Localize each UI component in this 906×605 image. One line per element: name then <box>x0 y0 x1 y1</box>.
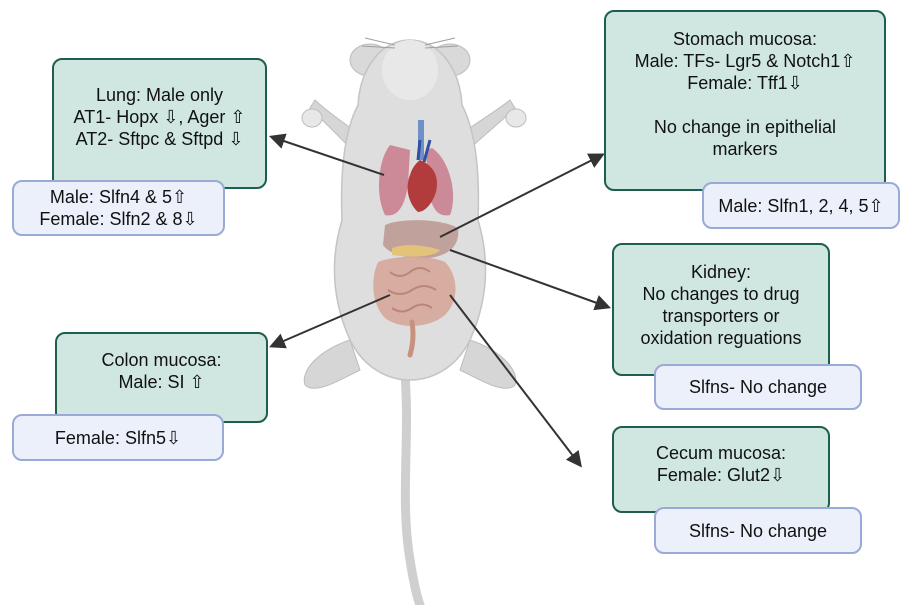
cecum-note: Slfns- No change <box>689 520 827 542</box>
lung-line-at2: AT2- Sftpc & Sftpd ⇩ <box>76 128 244 150</box>
colon-title: Colon mucosa: <box>101 349 221 371</box>
stomach-line-epithelial: No change in epithelial <box>654 116 836 138</box>
kidney-title: Kidney: <box>691 261 751 283</box>
kidney-line-2: transporters or <box>662 305 779 327</box>
lung-line-at1: AT1- Hopx ⇩, Ager ⇧ <box>74 106 246 128</box>
lung-note-female: Female: Slfn2 & 8⇩ <box>39 208 197 230</box>
mouse-illustration <box>302 38 526 605</box>
stomach-title: Stomach mucosa: <box>673 28 817 50</box>
kidney-slfn-note: Slfns- No change <box>654 364 862 410</box>
kidney-box: Kidney: No changes to drug transporters … <box>612 243 830 376</box>
stomach-note-male: Male: Slfn1, 2, 4, 5⇧ <box>718 195 883 217</box>
stomach-line-markers: markers <box>712 138 777 160</box>
stomach-slfn-note: Male: Slfn1, 2, 4, 5⇧ <box>702 182 900 229</box>
colon-line-male: Male: SI ⇧ <box>118 371 204 393</box>
cecum-title: Cecum mucosa: <box>656 442 786 464</box>
lung-note-male: Male: Slfn4 & 5⇧ <box>50 186 187 208</box>
colon-slfn-note: Female: Slfn5⇩ <box>12 414 224 461</box>
stomach-line-male: Male: TFs- Lgr5 & Notch1⇧ <box>635 50 856 72</box>
cecum-line-female: Female: Glut2⇩ <box>657 464 785 486</box>
colon-note-female: Female: Slfn5⇩ <box>55 427 181 449</box>
stomach-line-female: Female: Tff1⇩ <box>687 72 802 94</box>
kidney-note: Slfns- No change <box>689 376 827 398</box>
arrow-to-cecum <box>450 295 580 465</box>
kidney-line-1: No changes to drug <box>642 283 799 305</box>
colon-box: Colon mucosa: Male: SI ⇧ <box>55 332 268 423</box>
cecum-slfn-note: Slfns- No change <box>654 507 862 554</box>
kidney-line-3: oxidation reguations <box>640 327 801 349</box>
stomach-box: Stomach mucosa: Male: TFs- Lgr5 & Notch1… <box>604 10 886 191</box>
lung-box: Lung: Male only AT1- Hopx ⇩, Ager ⇧ AT2-… <box>52 58 267 189</box>
lung-title: Lung: Male only <box>96 84 223 106</box>
cecum-box: Cecum mucosa: Female: Glut2⇩ <box>612 426 830 513</box>
lung-slfn-note: Male: Slfn4 & 5⇧ Female: Slfn2 & 8⇩ <box>12 180 225 236</box>
